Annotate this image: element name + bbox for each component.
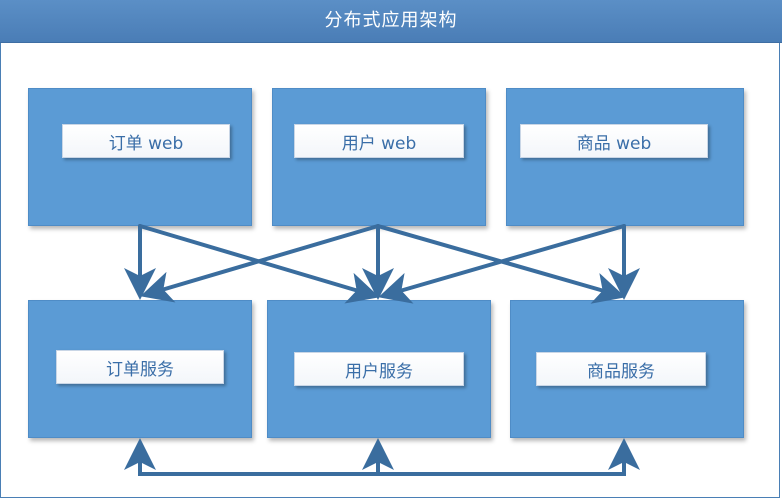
title-bar: 分布式应用架构 [0, 0, 782, 43]
service-bus-right [376, 438, 640, 476]
arrow-product-web-to-user-service [378, 224, 626, 304]
user-web-label: 用户 web [294, 124, 464, 158]
order-service-label: 订单服务 [56, 350, 224, 384]
arrow-user-web-to-order-service [140, 224, 380, 303]
service-bus-left [124, 438, 380, 476]
user-service-label: 用户服务 [294, 352, 464, 386]
order-web-label: 订单 web [62, 124, 230, 158]
product-web-label: 商品 web [520, 124, 708, 158]
product-service-label: 商品服务 [536, 352, 706, 386]
diagram-title: 分布式应用架构 [324, 10, 458, 31]
